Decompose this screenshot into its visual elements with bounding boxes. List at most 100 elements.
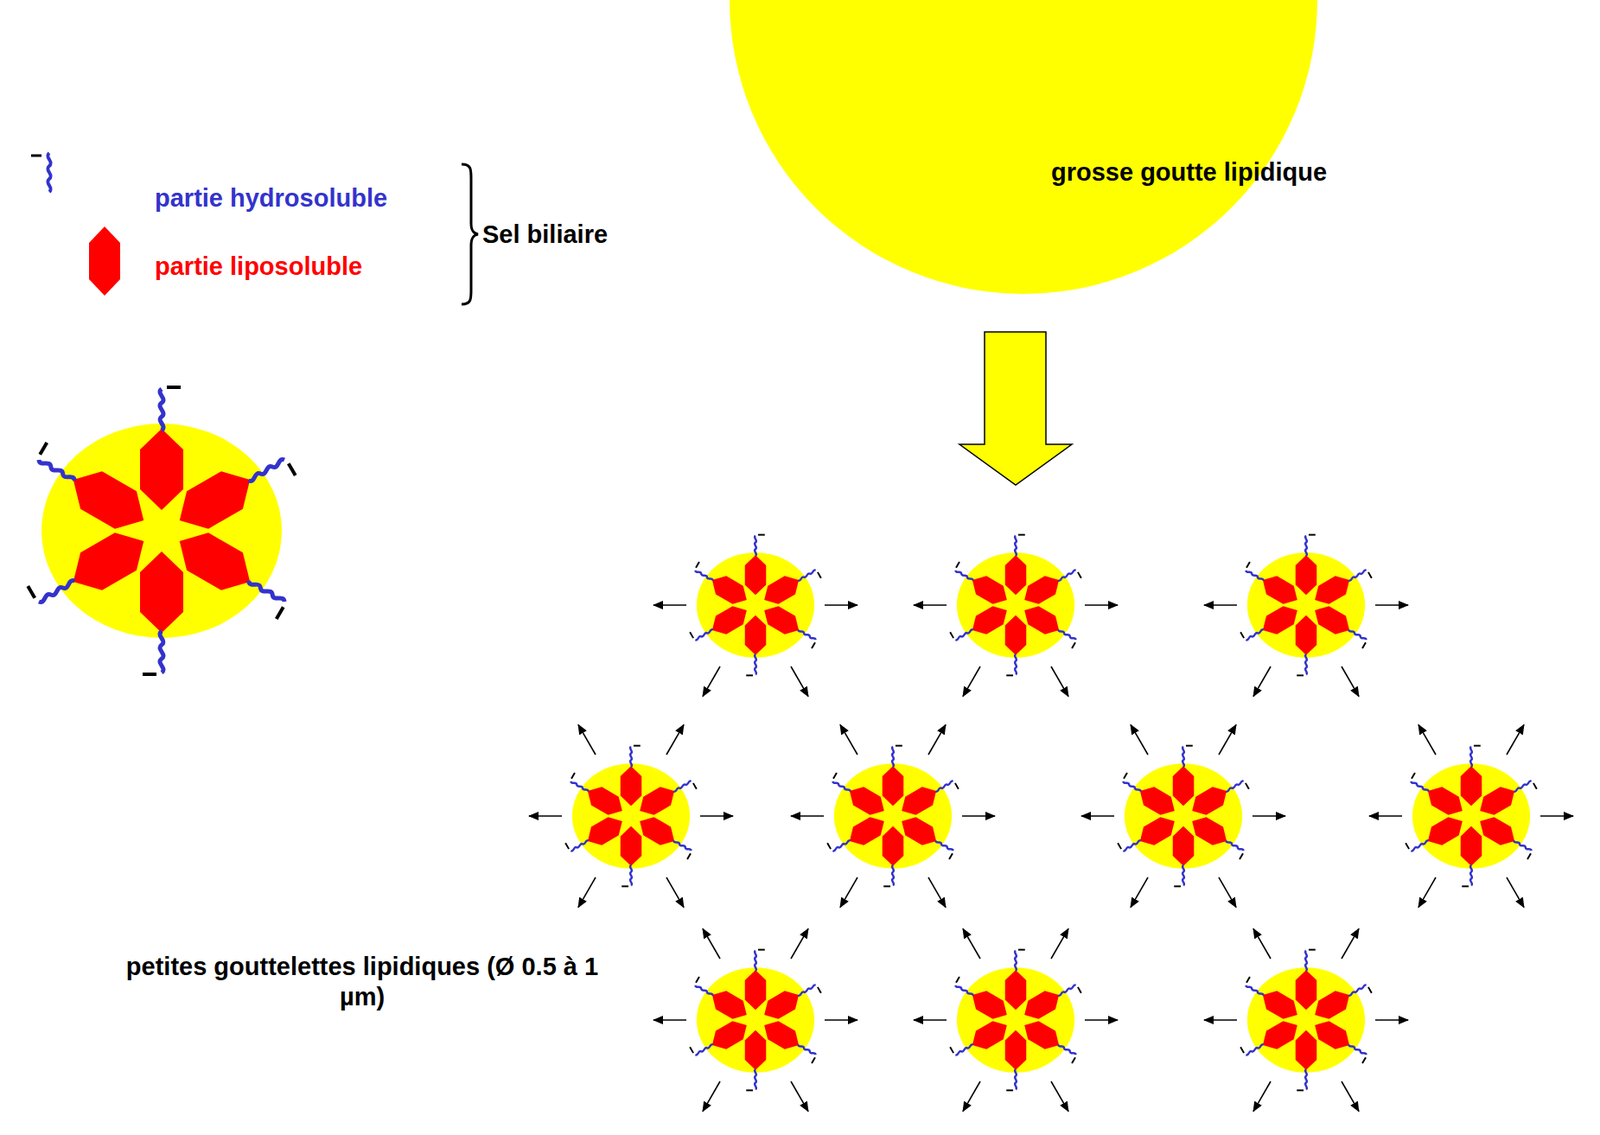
repulsion-arrow — [1218, 877, 1237, 908]
hydrophilic-tail — [1410, 780, 1429, 792]
bile-salt — [1005, 535, 1027, 596]
lipophilic-part — [1295, 554, 1318, 595]
lipophilic-part — [707, 985, 753, 1024]
bile-salt — [1172, 745, 1195, 807]
lipid-droplet — [688, 535, 822, 676]
caption-label: petites gouttelettes lipidiques (Ø 0.5 à… — [120, 951, 605, 1013]
bile-salt — [745, 535, 767, 596]
lipophilic-part — [89, 226, 121, 296]
charge-sign — [758, 534, 765, 536]
lipophilic-part — [1295, 615, 1318, 656]
droplet-body — [572, 763, 690, 869]
hydrophilic-tail — [797, 569, 816, 581]
charge-sign — [1071, 642, 1076, 649]
hydrophilic-tail — [1410, 840, 1429, 852]
repulsion-arrow — [1204, 604, 1237, 606]
hydrophilic-tail — [1305, 1069, 1307, 1091]
bile-salt-symbol — [31, 152, 121, 296]
hydrophilic-tail — [955, 1044, 974, 1056]
lipid-droplet — [1239, 535, 1372, 676]
charge-sign — [1533, 783, 1537, 790]
charge-sign — [633, 745, 641, 747]
repulsion-arrow — [702, 1081, 721, 1112]
charge-sign — [689, 1046, 694, 1053]
hydrophilic-tail — [1245, 629, 1264, 641]
lipophilic-part — [1019, 570, 1065, 609]
charge-sign — [288, 463, 296, 476]
hydrophilic-tail — [630, 746, 632, 768]
charge-sign — [1071, 1057, 1076, 1064]
lipophilic-part — [1005, 969, 1027, 1010]
repulsion-arrow — [824, 604, 858, 606]
charge-sign — [1362, 642, 1366, 649]
charge-sign — [895, 745, 903, 747]
bile-salt — [1116, 811, 1180, 861]
bile-salt — [688, 560, 753, 610]
charge-sign — [833, 772, 837, 779]
droplet-body — [1247, 967, 1365, 1073]
charge-sign — [745, 674, 753, 676]
hydrophilic-tail — [1513, 840, 1532, 852]
charge-sign — [817, 987, 822, 994]
charge-sign — [883, 885, 891, 887]
bile-salt — [1295, 1030, 1318, 1091]
hydrophilic-tail — [832, 840, 851, 852]
repulsion-arrow — [1130, 724, 1148, 755]
hydrophilic-tail — [754, 1069, 757, 1091]
charge-sign — [31, 154, 42, 158]
hydrophilic-tail — [1014, 654, 1017, 676]
bile-salt — [620, 745, 643, 807]
repulsion-arrow — [653, 1019, 687, 1021]
charge-sign — [1239, 853, 1244, 860]
lipophilic-part — [1257, 570, 1303, 609]
charge-sign — [1018, 534, 1026, 536]
droplet-body — [696, 552, 815, 658]
hydrophilic-tail — [797, 984, 816, 996]
repulsion-arrow — [790, 815, 824, 817]
lipophilic-part — [967, 570, 1013, 609]
charge-sign — [949, 631, 954, 638]
lipophilic-part — [1172, 826, 1195, 867]
repulsion-arrow — [1051, 928, 1069, 959]
bile-salt — [826, 771, 890, 821]
hydrophilic-tail — [935, 840, 954, 852]
bile-salt — [1404, 771, 1468, 821]
lipophilic-part — [1186, 781, 1232, 820]
hydrophilic-tail — [1245, 1044, 1264, 1056]
lipophilic-part — [745, 969, 767, 1010]
bile-salt — [1309, 560, 1373, 610]
lipophilic-part — [967, 1015, 1013, 1054]
repulsion-arrow — [928, 877, 946, 908]
repulsion-arrow — [1204, 1019, 1237, 1021]
lipophilic-part — [1134, 811, 1180, 850]
group-label: Sel biliaire — [482, 219, 608, 250]
hydrophilic-tail — [694, 984, 714, 996]
lipophilic-part — [1005, 554, 1027, 595]
hydrophilic-tail — [1122, 780, 1142, 792]
bile-salt — [1005, 949, 1027, 1011]
bile-salt — [758, 1015, 823, 1065]
lipophilic-part — [1460, 826, 1483, 867]
bile-salt — [1309, 1015, 1373, 1065]
bile-salt — [896, 771, 960, 821]
bile-salt — [896, 811, 960, 861]
charge-sign — [39, 442, 47, 455]
bile-salt — [1295, 949, 1318, 1011]
bile-salt — [620, 826, 643, 887]
repulsion-arrows — [529, 605, 1574, 1112]
hydrophilic-tail — [935, 780, 954, 792]
hydrophilic-tail — [955, 629, 974, 641]
bile-salt — [564, 811, 628, 861]
bile-salt — [1005, 615, 1027, 676]
lipophilic-part — [1005, 1030, 1027, 1071]
repulsion-arrow — [913, 1019, 947, 1021]
hydrophilic-tail — [1305, 535, 1307, 557]
repulsion-arrow — [1253, 1081, 1271, 1112]
charge-sign — [1185, 745, 1193, 747]
hydrophilic-tail — [892, 746, 894, 768]
repulsion-arrow — [529, 815, 562, 817]
repulsion-arrow — [790, 1081, 809, 1112]
repulsion-arrow — [1084, 1019, 1118, 1021]
bile-salt — [882, 826, 905, 887]
hydrophilic-tail — [1225, 840, 1244, 852]
